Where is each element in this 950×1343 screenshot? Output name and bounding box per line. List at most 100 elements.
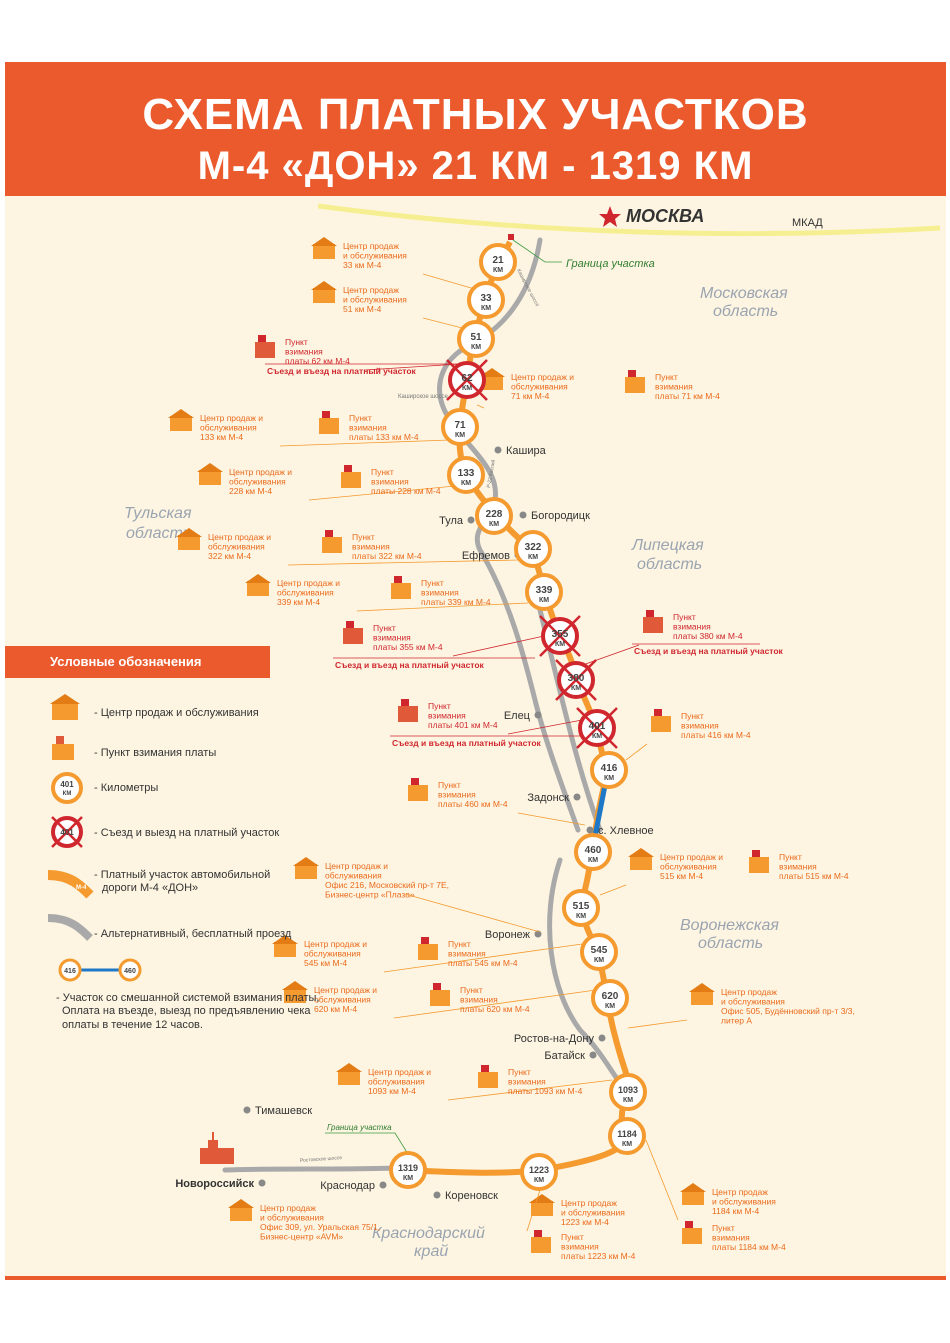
km-value: 1223 [529,1165,549,1175]
label-line: 51 км М-4 [343,304,382,314]
city-4: Елец [504,710,542,722]
label-line: обслуживания [314,995,371,1005]
city-label: Новороссийск [175,1178,254,1190]
toll-point-icon [418,944,438,960]
header-banner: СХЕМА ПЛАТНЫХ УЧАСТКОВ М-4 «ДОН» 21 КМ -… [5,62,946,196]
city-label: Задонск [527,792,569,804]
r22-label: Р-22 Каспий [485,459,497,488]
sales-center-icon [199,470,221,485]
label-line: Пункт [373,623,396,633]
sales-center-icon [284,988,306,1003]
label-line: и обслуживания [721,997,785,1007]
label-line: Центр продаж и [208,532,271,542]
label-line: Офис 309, ул. Уральская 75/1, [260,1222,380,1232]
label-line: взимания [373,633,411,643]
toll-point-icon [322,537,342,553]
label-line: 33 км М-4 [343,260,382,270]
label-line: взимания [428,711,466,721]
km-value: 401 [589,721,606,732]
label-line: взимания [673,622,711,632]
km-value: 1093 [618,1085,638,1095]
label-line: Центр продаж [712,1187,768,1197]
label-line: обслуживания [229,477,286,487]
toll-point-icon [391,583,411,599]
label-line: Пункт [508,1067,531,1077]
label-line: взимания [448,949,486,959]
km-unit: КМ [605,1003,615,1010]
label-line: Пункт [421,578,444,588]
km-unit: КМ [623,1097,633,1104]
label-line: платы 1184 км М-4 [712,1242,786,1252]
label-line: платы 71 км М-4 [655,391,720,401]
label-line: Пункт [712,1223,735,1233]
label-line: Пункт [673,612,696,622]
toll-point-icon [341,472,361,488]
km-unit: КМ [588,857,598,864]
km-unit: КМ [534,1177,544,1184]
sales-center-icon [313,244,335,259]
km-unit: КМ [539,597,549,604]
label-line: взимания [285,347,323,357]
label-line: взимания [712,1233,750,1243]
toll-point-icon [398,706,418,722]
city-label: Воронеж [485,929,531,941]
region-krasnodar-line2: край [414,1243,448,1260]
label-line: 133 км М-4 [200,432,243,442]
city-9: Батайск [544,1050,597,1062]
label-line: обслуживания [368,1077,425,1087]
city-11: Новороссийск [175,1178,266,1190]
exit-caption-text: Съезд и въезд на платный участок [392,738,542,748]
label-line: Центр продаж и [511,372,574,382]
label-line: обслуживания [660,862,717,872]
label-line: Пункт [655,372,678,382]
city-label: Краснодар [320,1180,375,1192]
label-line: и обслуживания [561,1208,625,1218]
label-line: и обслуживания [343,251,407,261]
city-label: Богородицк [531,510,590,522]
border-bottom: Граница участка [325,1123,409,1155]
region-voronezh-line2: область [698,935,763,952]
km-value: 515 [573,901,590,912]
label-line: Пункт [561,1232,584,1242]
label-line: 1223 км М-4 [561,1217,609,1227]
label-line: платы 1093 км М-4 [508,1086,583,1096]
city-label: Кашира [506,445,547,457]
km-unit: КМ [462,385,472,392]
km-unit: КМ [489,521,499,528]
km-value: 355 [552,629,569,640]
city-label: Елец [504,710,531,722]
label-line: обслуживания [325,871,382,881]
exit-caption-1: Съезд и въезд на платный участок [333,657,535,670]
label-line: обслуживания [304,949,361,959]
km-value: 322 [525,542,542,553]
region-tula-line1: Тульская [124,505,192,522]
label-line: платы 380 км М-4 [673,631,743,641]
toll-point-icon [343,628,363,644]
region-lipetsk-line2: область [637,556,702,573]
toll-point-icon [651,716,671,732]
sales-center-icon [274,942,296,957]
label-line: Центр продаж [721,987,777,997]
region-moscow-line1: Московская [700,285,788,302]
km-value: 380 [568,673,585,684]
km-value: 620 [602,991,619,1002]
label-line: Пункт [779,852,802,862]
city-5: Задонск [527,792,581,804]
